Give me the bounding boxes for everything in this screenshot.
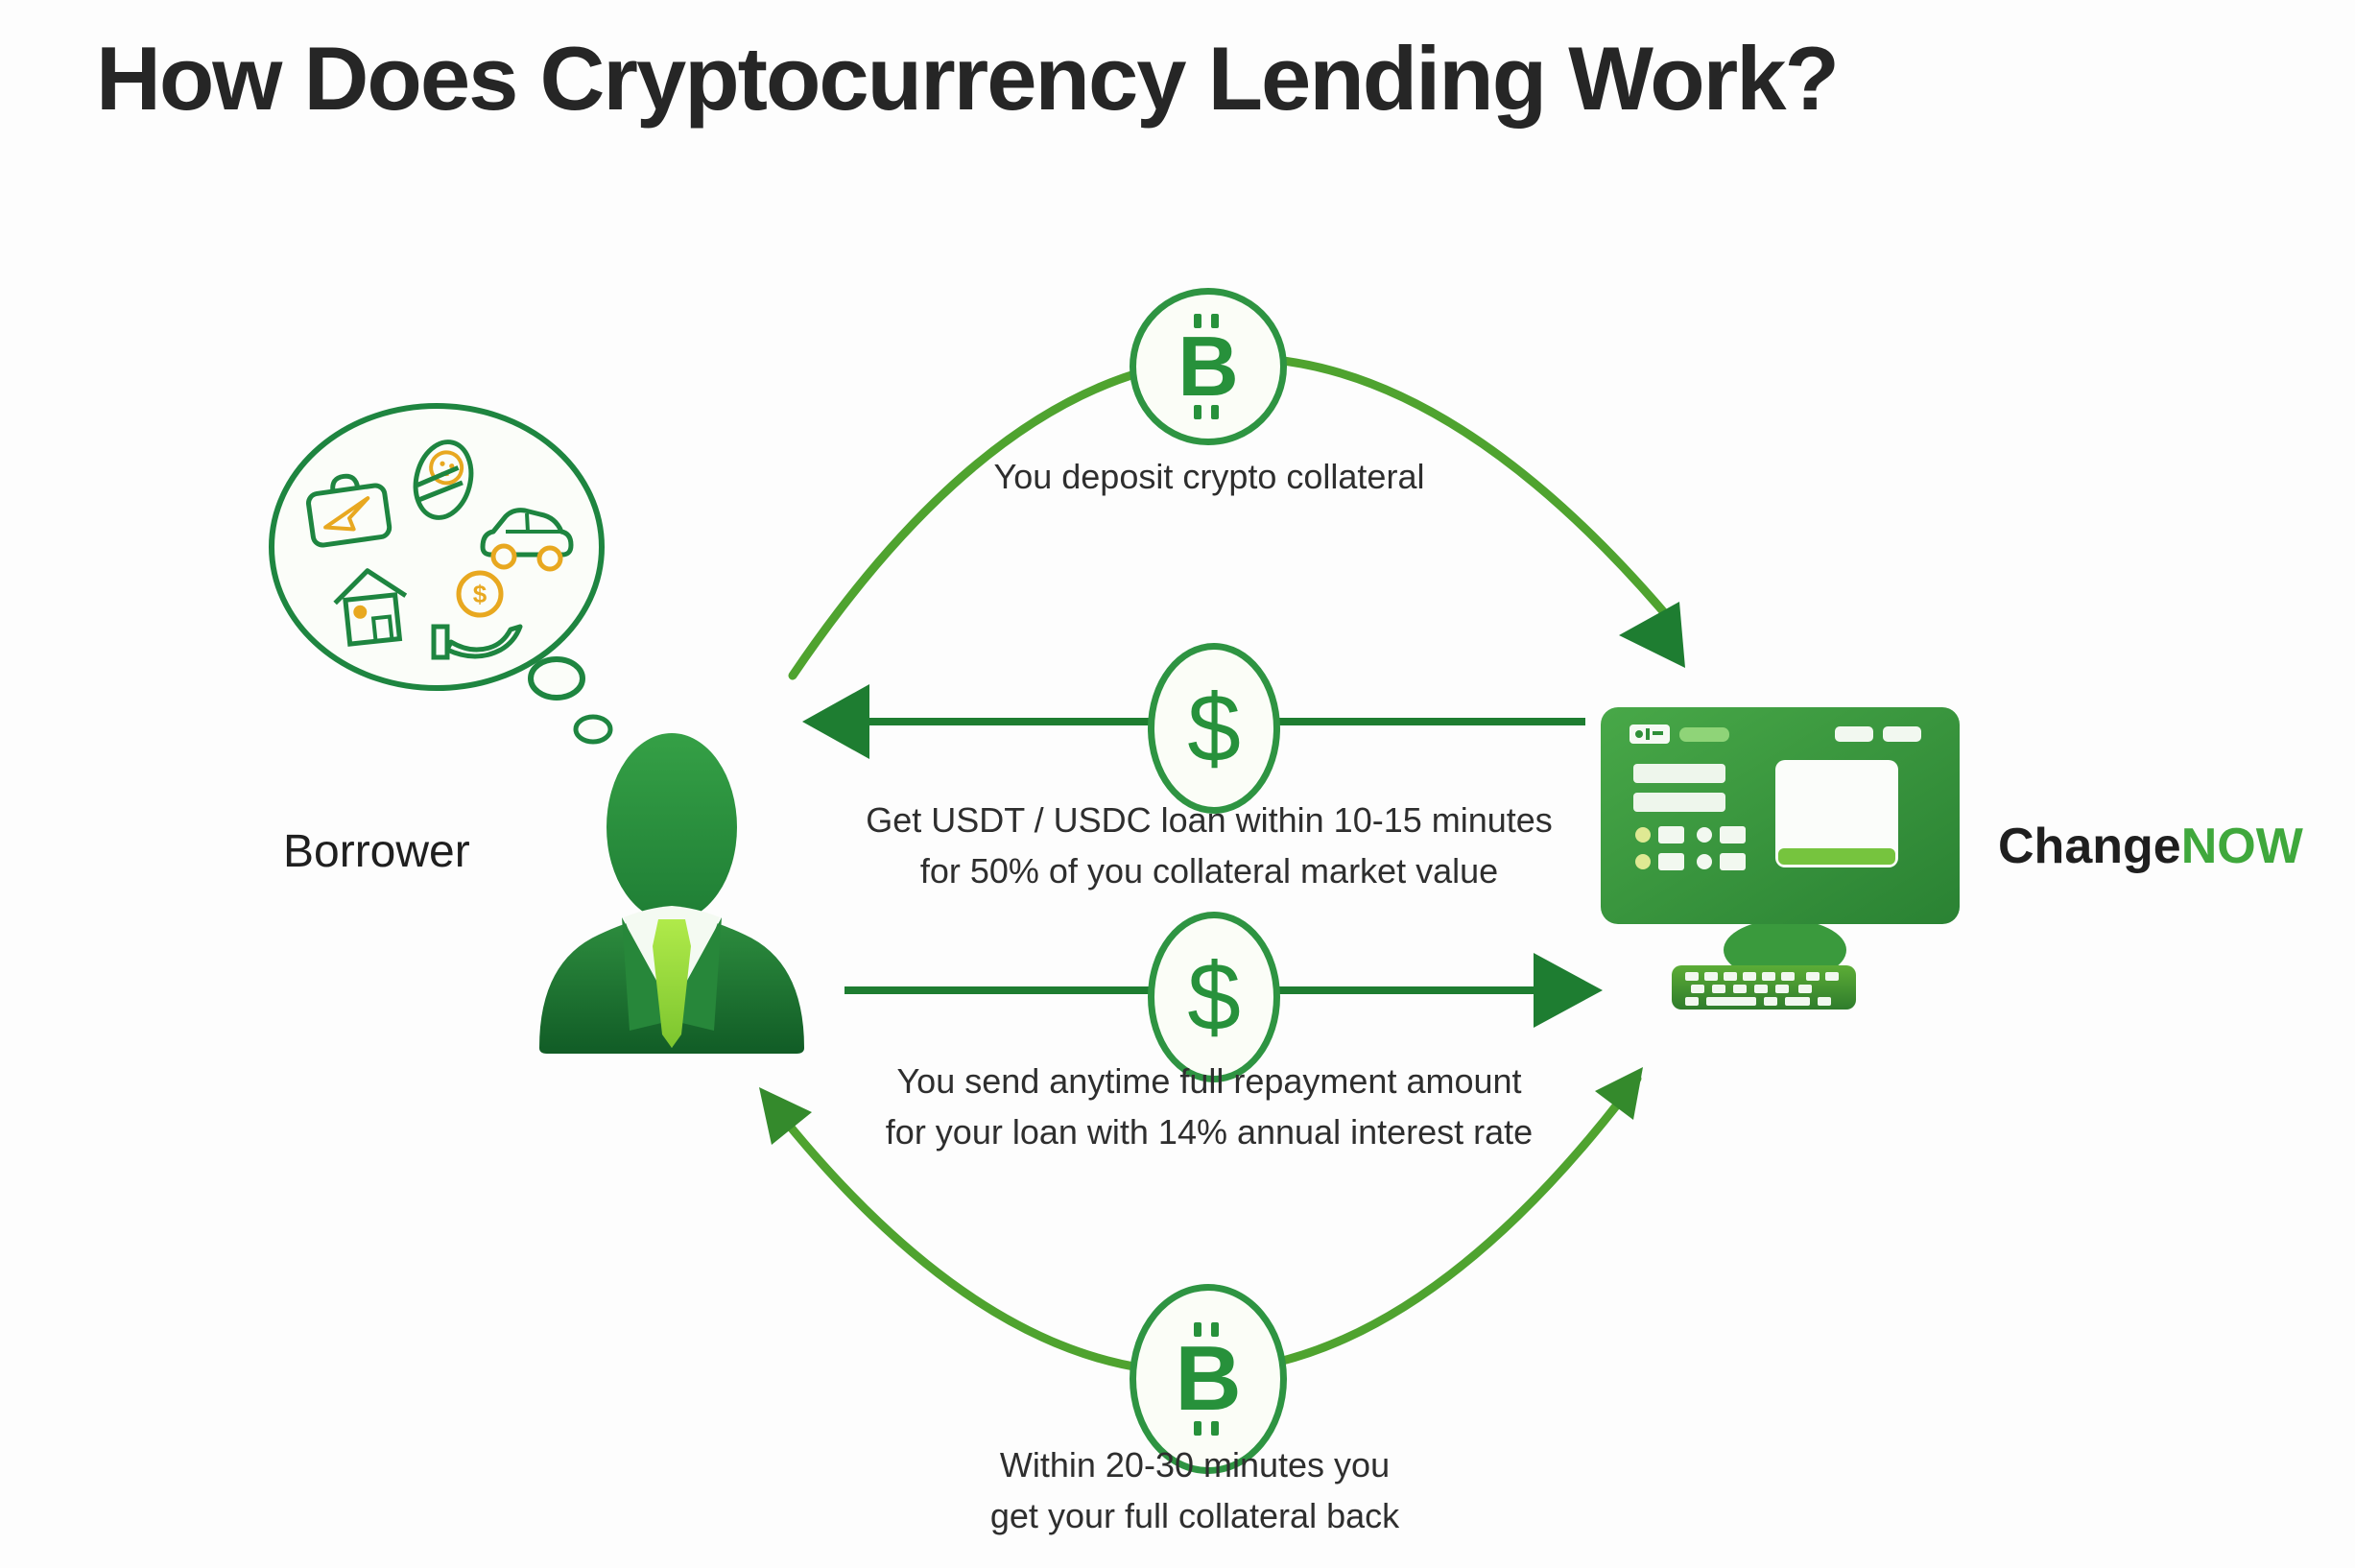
page-title: How Does Cryptocurrency Lending Work?	[96, 28, 1840, 129]
coin-in-hand-icon: $	[431, 570, 523, 660]
deposit-arrowhead	[1619, 602, 1685, 668]
return-arrowhead-right	[1595, 1067, 1643, 1120]
bitcoin-symbol: B	[1175, 1327, 1242, 1430]
changenow-computer	[1601, 707, 1960, 1010]
loan-arrowhead	[802, 684, 869, 759]
bitcoin-badge-return: B	[1130, 1284, 1287, 1474]
return-step-label: Within 20-30 minutes you get your full c…	[989, 1445, 1400, 1535]
swaddled-baby-icon	[413, 440, 474, 520]
house-icon	[333, 568, 408, 647]
thought-bubble-trail-2	[573, 714, 613, 745]
bitcoin-symbol: B	[1178, 319, 1239, 414]
monitor-field-1	[1633, 764, 1725, 783]
travel-suitcase-icon	[306, 473, 392, 548]
borrower-label: Borrower	[283, 826, 470, 877]
keyboard	[1672, 965, 1856, 1010]
changenow-logo: ChangeNOW	[1998, 818, 2303, 875]
coin-dollar-symbol: $	[473, 580, 488, 608]
monitor-option-grid	[1635, 826, 1746, 870]
monitor-header-tab-1	[1835, 726, 1873, 742]
brand-prefix: Change	[1998, 819, 2181, 874]
thought-bubble-trail-1	[528, 656, 585, 701]
borrower-head	[607, 733, 737, 921]
deposit-step-label: You deposit crypto collateral	[993, 457, 1425, 496]
brand-suffix: NOW	[2180, 819, 2303, 874]
loan-step-label: Get USDT / USDC loan within 10-15 minute…	[866, 800, 1553, 891]
car-icon	[480, 508, 574, 572]
repayment-arrowhead	[1534, 953, 1603, 1028]
borrower-figure	[539, 733, 804, 1054]
monitor-field-2	[1633, 793, 1725, 812]
repayment-step-label: You send anytime full repayment amount f…	[885, 1061, 1534, 1152]
borrower-tie	[653, 919, 691, 1048]
return-arrowhead-left	[759, 1087, 812, 1145]
thought-bubble: $	[269, 403, 613, 745]
dollar-badge-loan: $	[1148, 643, 1280, 814]
dollar-symbol: $	[1187, 675, 1241, 782]
monitor-header-tab-2	[1883, 726, 1921, 742]
bitcoin-badge-deposit: B	[1130, 288, 1287, 445]
monitor-header-pill	[1679, 727, 1729, 742]
dollar-symbol: $	[1187, 943, 1241, 1051]
dollar-badge-repayment: $	[1148, 912, 1280, 1082]
monitor-panel	[1775, 760, 1898, 867]
monitor-logo-badge	[1629, 725, 1670, 744]
